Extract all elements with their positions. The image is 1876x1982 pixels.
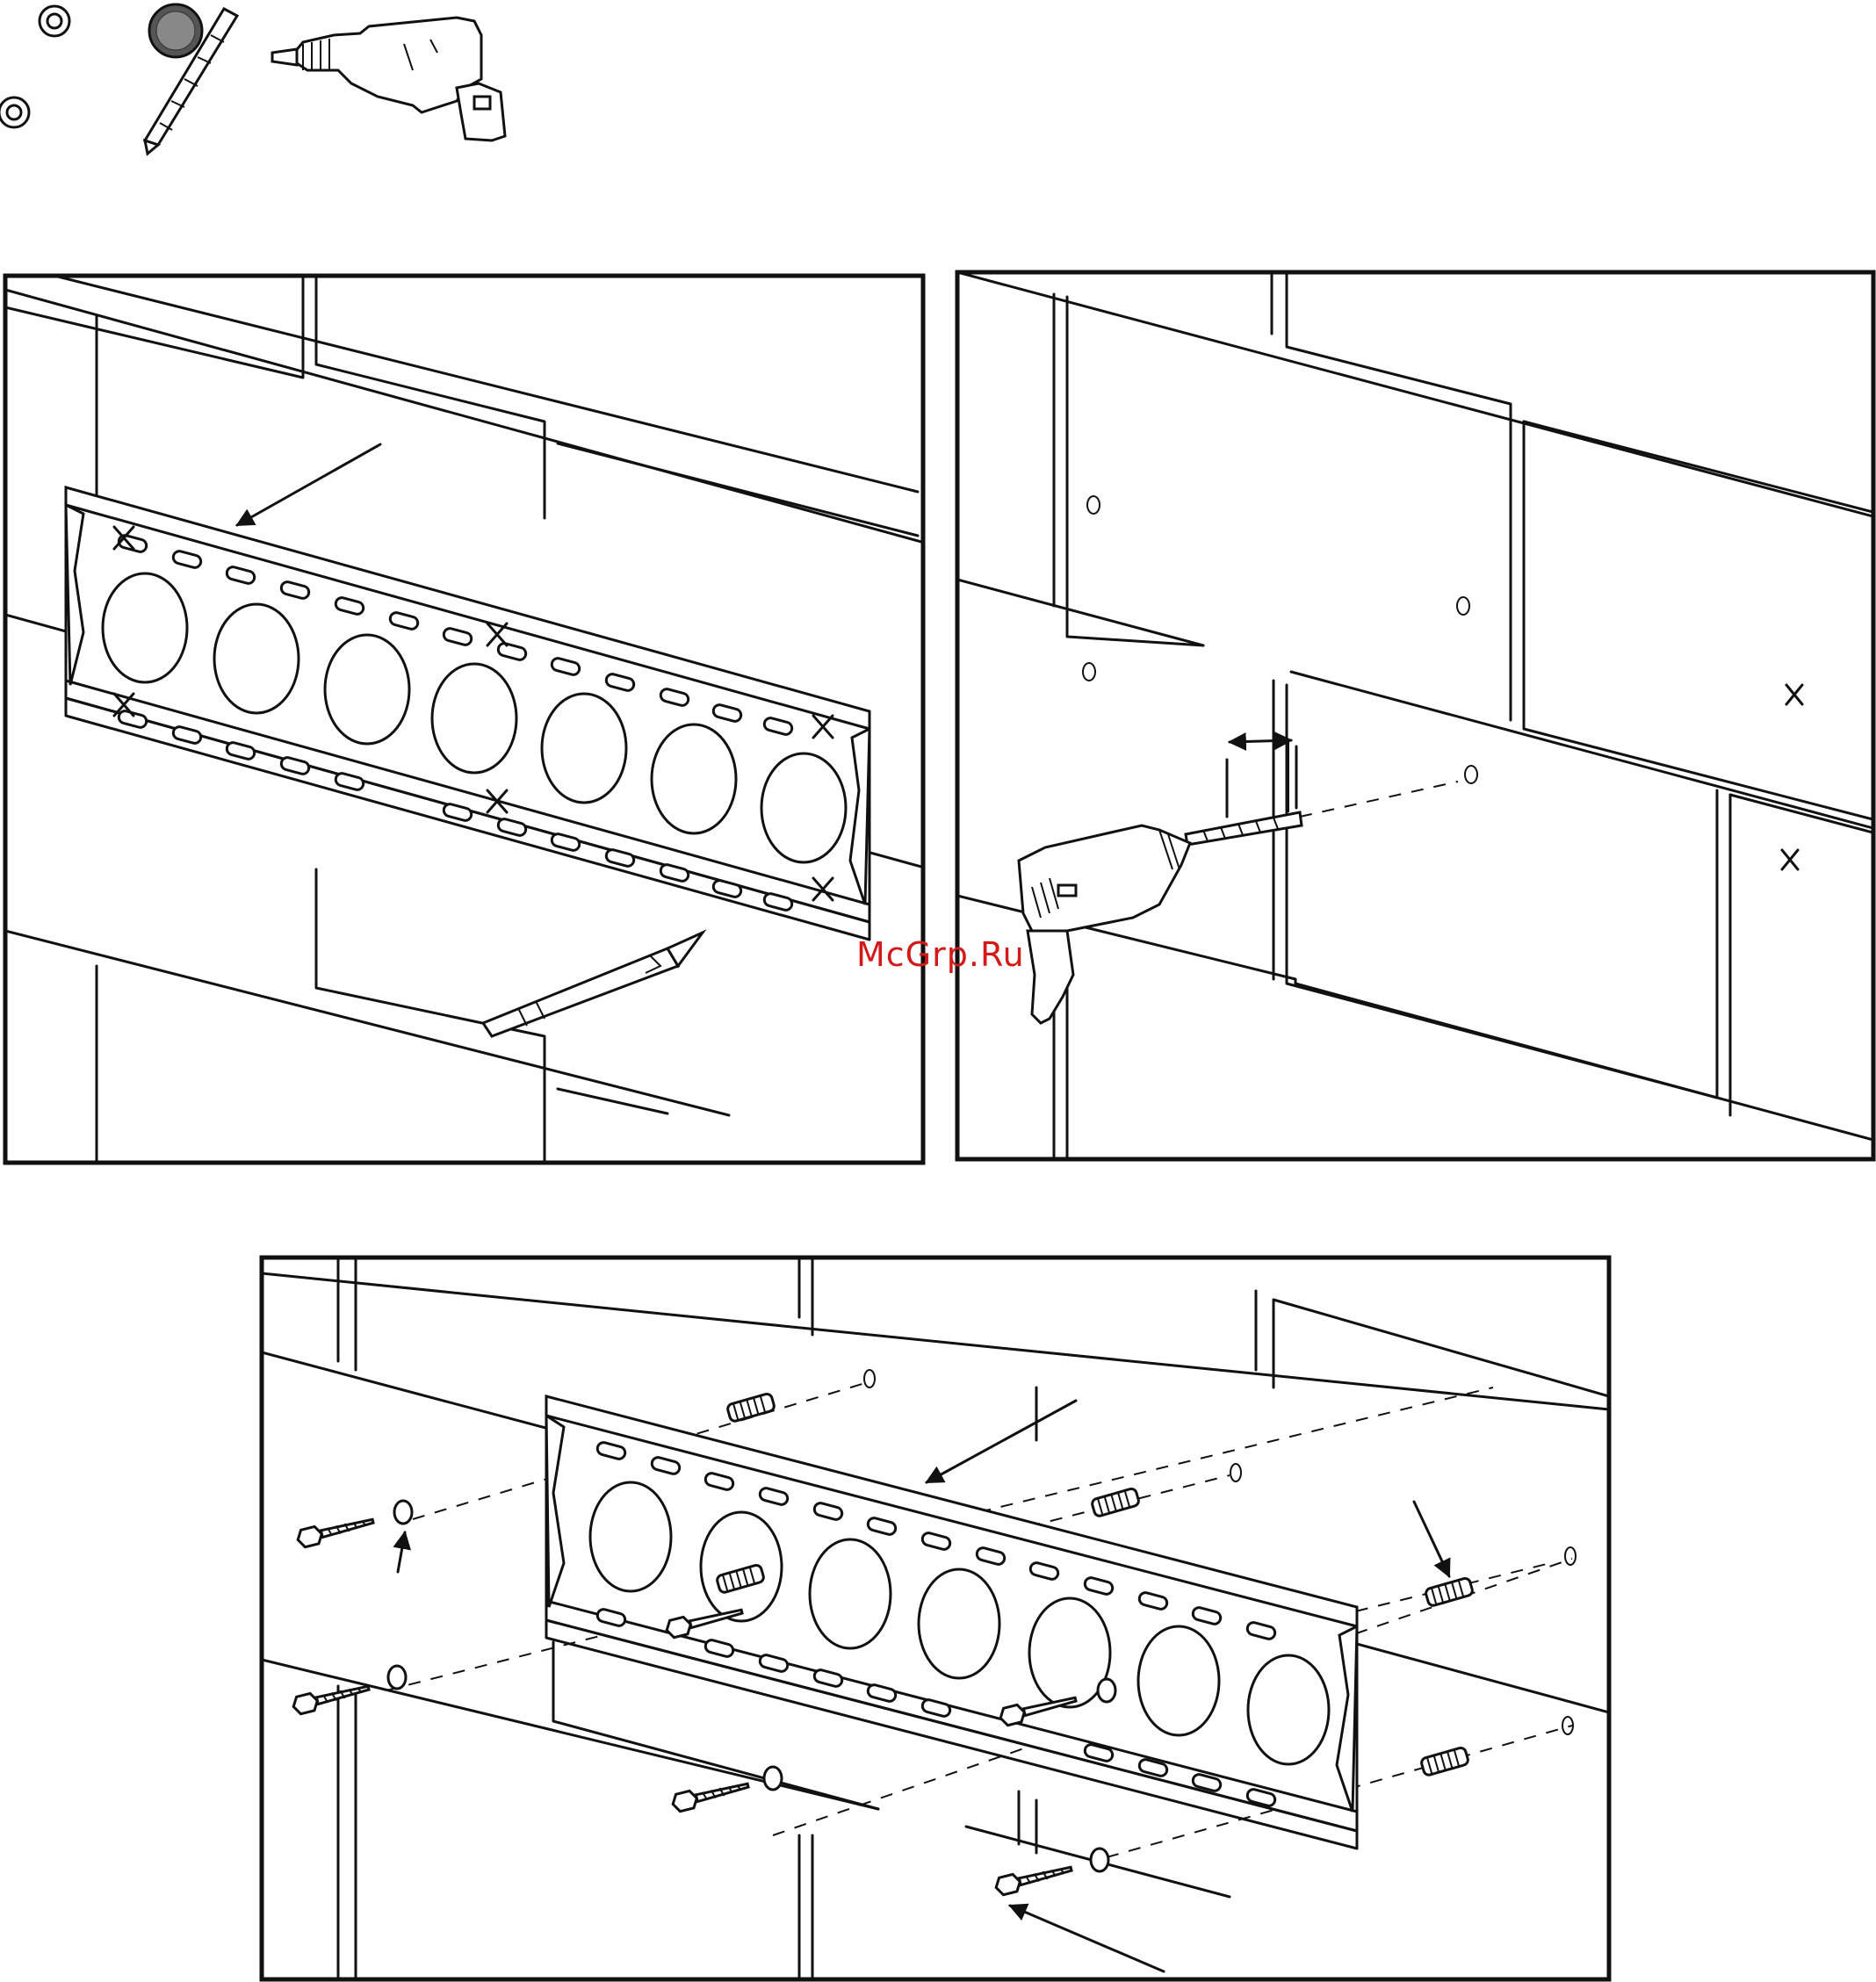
masonry-drill-bit-icon — [145, 4, 237, 154]
wrench-icon — [0, 6, 69, 127]
drill-holes-panel — [957, 272, 1876, 1159]
fasten-plate-panel — [262, 1258, 1609, 1979]
mark-holes-panel — [5, 263, 931, 1163]
power-drill-icon — [272, 18, 505, 141]
watermark-text: McGrp.Ru — [856, 935, 1025, 974]
